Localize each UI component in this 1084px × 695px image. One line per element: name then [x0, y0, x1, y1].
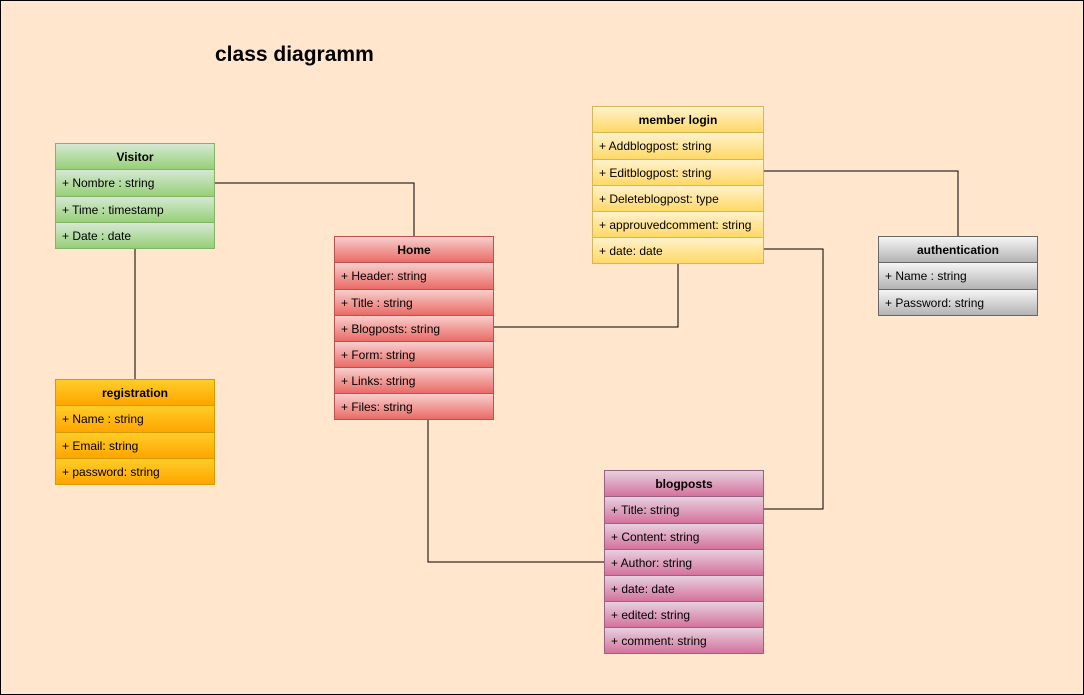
class-blogposts-field: + Author: string: [605, 549, 763, 575]
connector-visitor-home: [215, 182, 415, 236]
class-blogposts-field: + edited: string: [605, 601, 763, 627]
connector-home-blogposts: [427, 418, 604, 563]
class-member-login-field: + Editblogpost: string: [593, 159, 763, 185]
class-authentication-field: + Password: string: [879, 289, 1037, 315]
class-member-login-field: + Deleteblogpost: type: [593, 185, 763, 211]
class-member-login-field: + date: date: [593, 237, 763, 263]
class-blogposts-field: + date: date: [605, 575, 763, 601]
class-home-field: + Form: string: [335, 341, 493, 367]
class-registration-header: registration: [56, 380, 214, 406]
class-home[interactable]: Home + Header: string + Title : string +…: [334, 236, 494, 420]
class-home-field: + Files: string: [335, 393, 493, 419]
class-visitor-field: + Nombre : string: [56, 170, 214, 196]
class-registration-field: + Email: string: [56, 432, 214, 458]
class-blogposts-field: + Content: string: [605, 523, 763, 549]
connector-member-login-authentication: [764, 170, 959, 236]
class-blogposts-field: + comment: string: [605, 627, 763, 653]
class-visitor-header: Visitor: [56, 144, 214, 170]
class-member-login-field: + approuvedcomment: string: [593, 211, 763, 237]
class-home-field: + Links: string: [335, 367, 493, 393]
class-visitor-field: + Time : timestamp: [56, 196, 214, 222]
class-home-field: + Header: string: [335, 263, 493, 289]
class-member-login-field: + Addblogpost: string: [593, 133, 763, 159]
class-blogposts[interactable]: blogposts + Title: string + Content: str…: [604, 470, 764, 654]
class-blogposts-header: blogposts: [605, 471, 763, 497]
class-member-login[interactable]: member login + Addblogpost: string + Edi…: [592, 106, 764, 264]
class-visitor-field: + Date : date: [56, 222, 214, 248]
connector-home-member-login: [494, 262, 679, 328]
class-registration-field: + password: string: [56, 458, 214, 484]
class-authentication[interactable]: authentication + Name : string + Passwor…: [878, 236, 1038, 316]
class-authentication-field: + Name : string: [879, 263, 1037, 289]
class-home-field: + Title : string: [335, 289, 493, 315]
class-home-field: + Blogposts: string: [335, 315, 493, 341]
class-registration[interactable]: registration + Name : string + Email: st…: [55, 379, 215, 485]
class-home-header: Home: [335, 237, 493, 263]
class-visitor[interactable]: Visitor + Nombre : string + Time : times…: [55, 143, 215, 249]
diagram-title: class diagramm: [215, 43, 374, 66]
class-authentication-header: authentication: [879, 237, 1037, 263]
connector-member-login-blogposts: [764, 248, 824, 510]
class-registration-field: + Name : string: [56, 406, 214, 432]
class-member-login-header: member login: [593, 107, 763, 133]
class-blogposts-field: + Title: string: [605, 497, 763, 523]
